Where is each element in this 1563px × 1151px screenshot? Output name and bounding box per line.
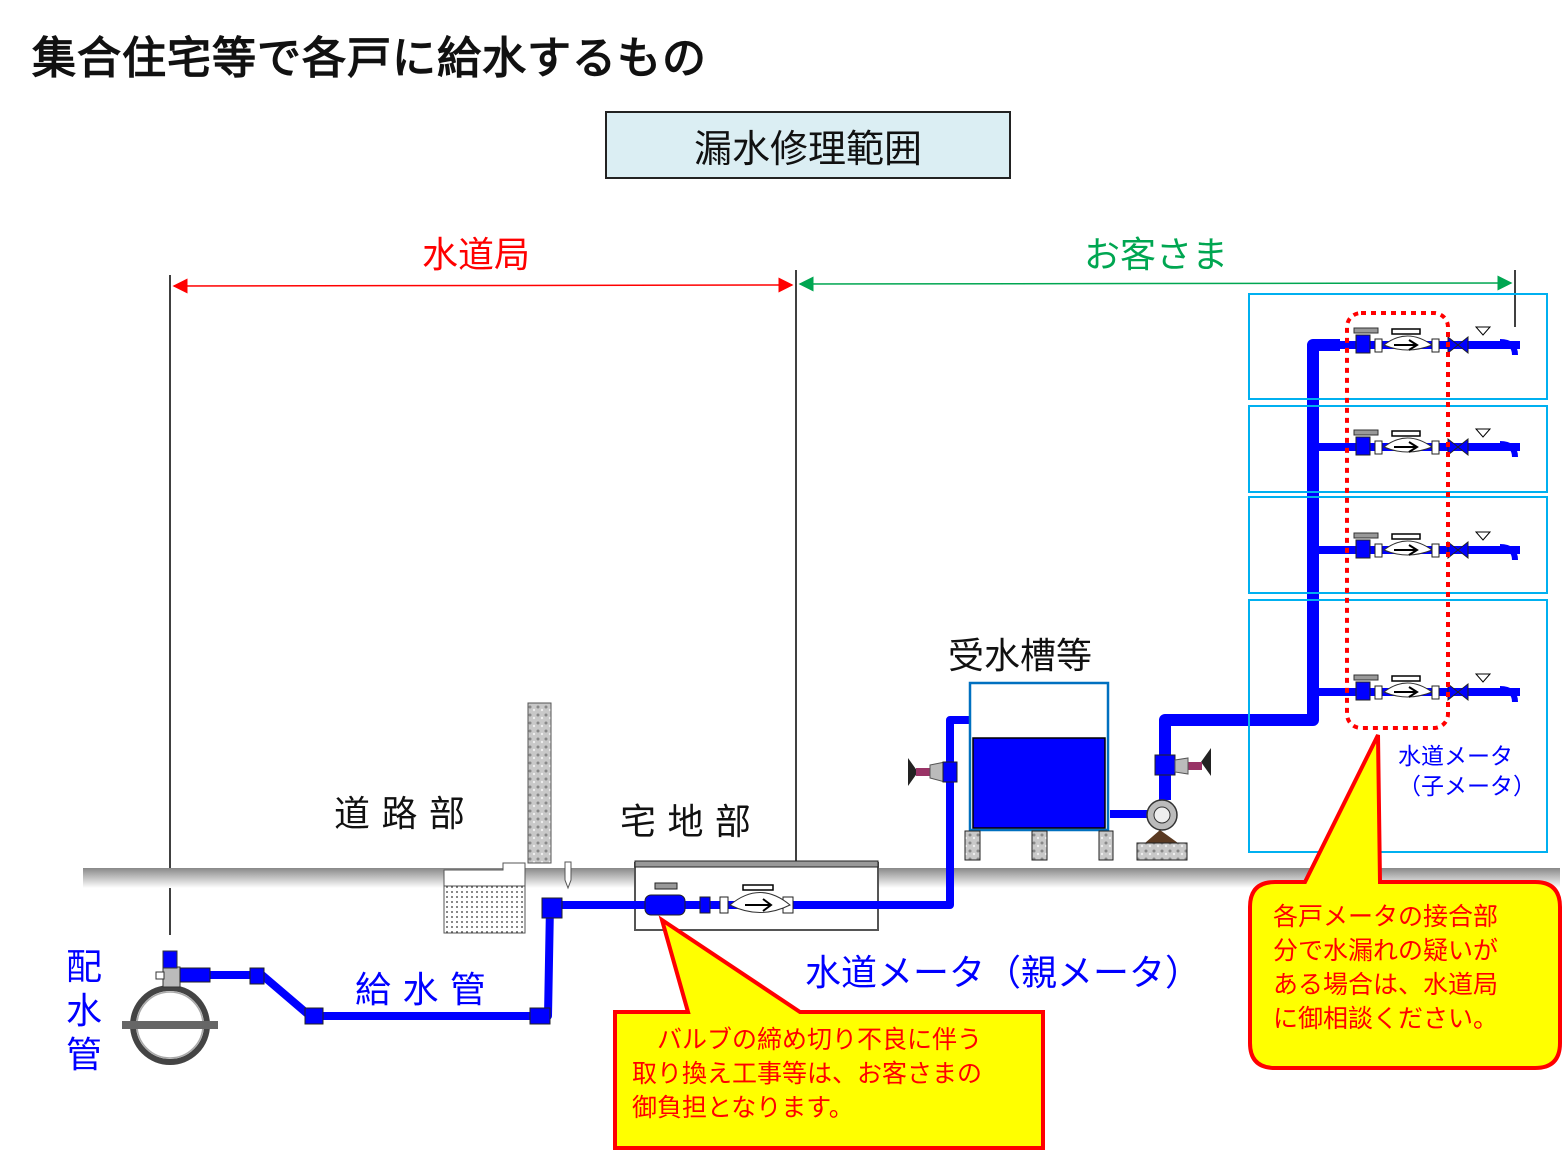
child-meters (1353, 326, 1518, 703)
child-meter-assembly (1353, 531, 1518, 561)
dwelling-unit-boxes (1248, 293, 1548, 853)
road-label: 道 路 部 (334, 794, 465, 835)
main-pipe-label: 配 水 管 (66, 947, 103, 1076)
bureau-label: 水道局 (422, 235, 531, 276)
leak-check-zone (1345, 311, 1450, 730)
valve-callout-text: バルブの締め切り不良に伴う 取り換え工事等は、お客さまの 御負担となります。 (632, 1025, 983, 1122)
child-meter-assembly (1353, 673, 1518, 703)
tank-valve-icons (908, 748, 1211, 786)
bureau-range-arrow (172, 277, 794, 294)
parent-meter-label: 水道メータ（親メータ） (805, 953, 1202, 994)
child-meter-label: 水道メータ （子メータ） (1398, 742, 1536, 802)
meter-joint-callout-text: 各戸メータの接合部 分で水漏れの疑いが ある場合は、水道局 に御相談ください。 (1273, 902, 1499, 1033)
pump-icon (1136, 799, 1188, 861)
meter-joint-callout-bubble (1248, 734, 1562, 1070)
service-pipe-label: 給 水 管 (355, 970, 486, 1011)
parent-water-meter-icon (729, 884, 791, 913)
premises-label: 宅 地 部 (620, 802, 751, 843)
water-tank (964, 681, 1114, 861)
child-meter-label-line1: 水道メータ (1398, 744, 1513, 770)
valve-callout-bubble (613, 915, 1045, 1150)
boundary-lines (169, 270, 1516, 935)
gutter (443, 885, 526, 934)
stop-marker (564, 861, 572, 890)
page-title: 集合住宅等で各戸に給水するもの (32, 33, 707, 84)
tank-label: 受水槽等 (948, 636, 1093, 677)
customer-range-arrow (798, 275, 1513, 292)
child-meter-assembly (1353, 326, 1518, 356)
leak-repair-scope-box: 漏水修理範囲 (605, 111, 1011, 179)
child-meter-assembly (1353, 428, 1518, 458)
distribution-main-pipe (122, 950, 218, 1065)
child-meter-label-line2: （子メータ） (1398, 774, 1536, 800)
customer-label: お客さま (1084, 235, 1229, 276)
wall (527, 702, 552, 864)
